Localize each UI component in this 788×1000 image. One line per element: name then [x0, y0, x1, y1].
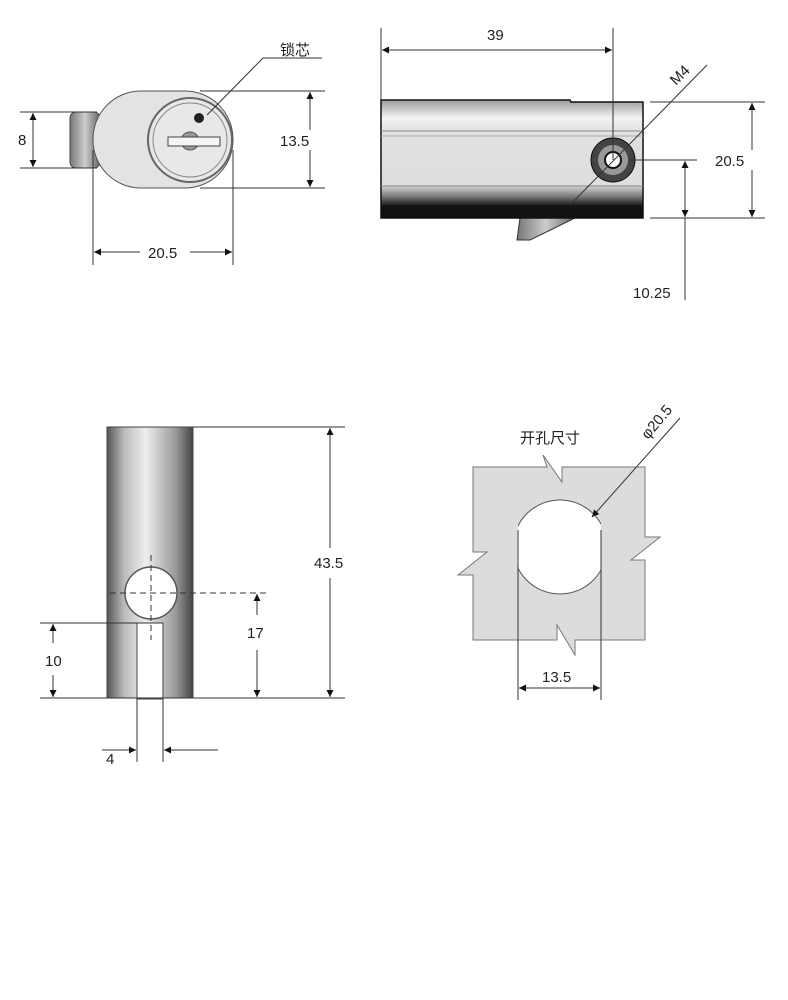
dim-thread: M4 — [667, 62, 694, 89]
cutout-view: 开孔尺寸 φ20.5 13.5 — [456, 402, 681, 700]
bottom-view: 43.5 17 10 4 — [40, 426, 345, 768]
dim-slot-height: 10 — [45, 653, 62, 670]
dim-slot-width: 4 — [106, 751, 114, 768]
side-body — [380, 99, 644, 219]
dim-hole-height: 10.25 — [633, 285, 671, 302]
key-slot — [167, 136, 221, 147]
pin-dot — [194, 113, 204, 123]
dim-total-height: 43.5 — [314, 555, 343, 572]
dim-flat-width: 13.5 — [542, 669, 571, 686]
cutout-hole — [518, 499, 601, 595]
dim-stub-height: 8 — [18, 132, 26, 149]
front-view: 8 13.5 20.5 锁芯 — [18, 42, 325, 265]
side-view: 39 M4 20.5 10.25 — [380, 27, 768, 302]
cutout-title: 开孔尺寸 — [520, 430, 580, 447]
dim-height: 20.5 — [715, 153, 744, 170]
lock-core-callout: 锁芯 — [280, 42, 310, 59]
dim-length: 39 — [487, 27, 504, 44]
dim-diameter: φ20.5 — [638, 402, 676, 443]
dim-hole-center: 17 — [247, 625, 264, 642]
slot — [136, 622, 164, 700]
dim-body-width: 20.5 — [148, 245, 177, 262]
dim-body-height: 13.5 — [280, 133, 309, 150]
